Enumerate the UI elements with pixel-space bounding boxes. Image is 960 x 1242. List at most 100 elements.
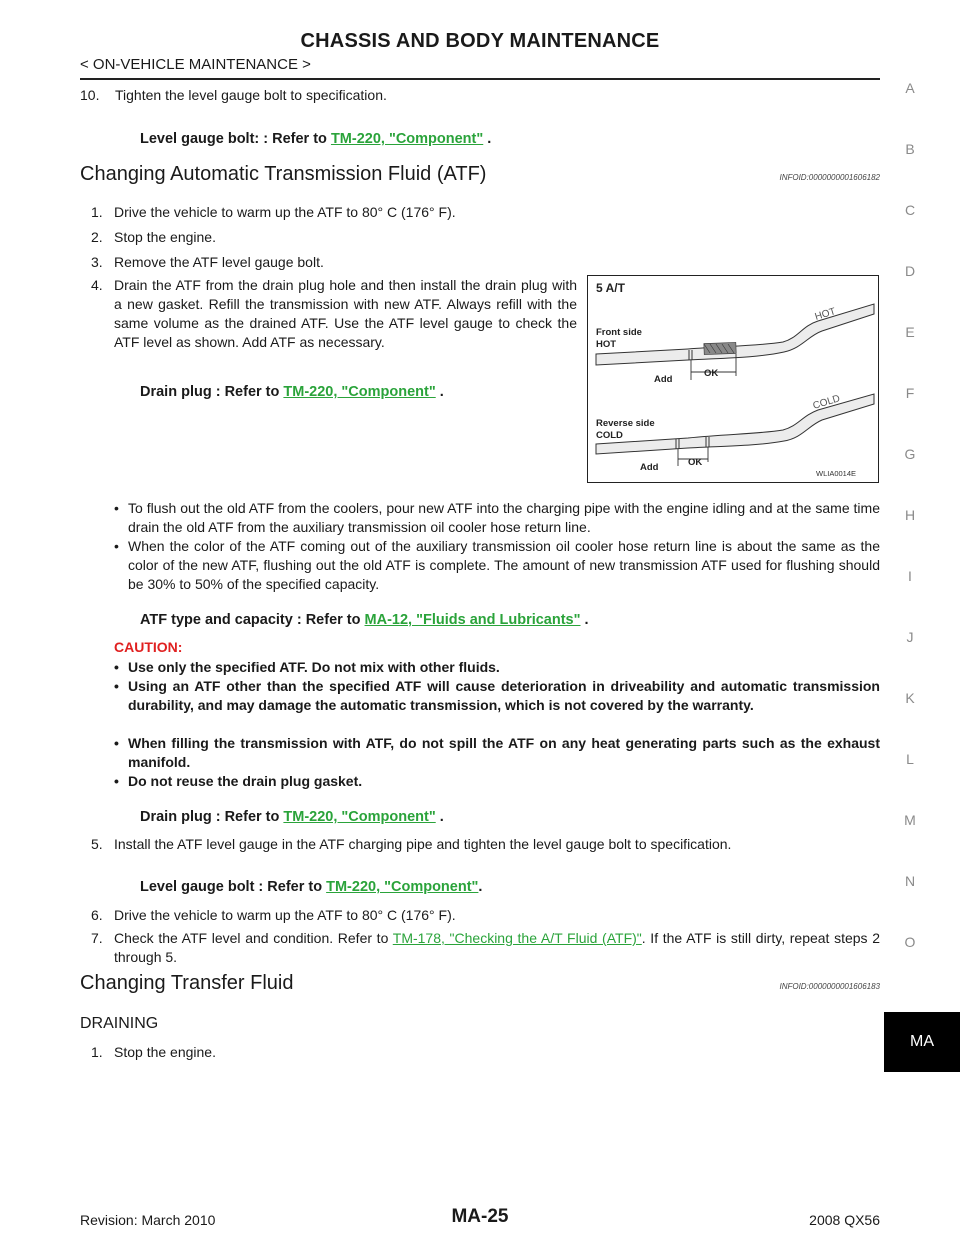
- level-gauge-bolt-spec-2: Level gauge bolt : Refer to TM-220, "Com…: [140, 879, 482, 895]
- bullet-mark: •: [114, 678, 119, 694]
- label-add-cold: Add: [640, 462, 659, 473]
- spec-tail: .: [478, 879, 483, 895]
- spec-tail: .: [435, 384, 444, 400]
- atf-step-4: 4. Drain the ATF from the drain plug hol…: [91, 276, 577, 352]
- side-index-m[interactable]: M: [904, 812, 916, 828]
- step-number: 10.: [80, 87, 100, 103]
- label-add-hot: Add: [654, 374, 673, 385]
- bullet-mark: •: [114, 500, 119, 516]
- spec-label: ATF type and capacity : Refer to: [140, 612, 365, 628]
- caution-text: Do not reuse the drain plug gasket.: [128, 773, 363, 789]
- step-number: 1.: [91, 1044, 103, 1060]
- side-index-c[interactable]: C: [904, 202, 916, 218]
- step-number: 5.: [91, 836, 103, 852]
- spec-label: Level gauge bolt: : Refer to: [140, 131, 331, 147]
- section-tab-ma[interactable]: MA: [884, 1012, 960, 1072]
- section-heading-atf: Changing Automatic Transmission Fluid (A…: [80, 163, 880, 186]
- page-number: MA-25: [451, 1206, 509, 1227]
- step-number: 4.: [91, 277, 103, 293]
- side-index-n[interactable]: N: [904, 873, 916, 889]
- bullet-color: • When the color of the ATF coming out o…: [114, 537, 880, 594]
- gauge-reverse-shape: [595, 393, 875, 455]
- atf-step-7: 7. Check the ATF level and condition. Re…: [91, 929, 880, 967]
- step-number: 7.: [91, 930, 103, 946]
- breadcrumb: < ON-VEHICLE MAINTENANCE >: [80, 56, 311, 73]
- bullet-text: When the color of the ATF coming out of …: [128, 538, 880, 592]
- figure-code: WLIA0014E: [816, 469, 856, 478]
- side-index-g[interactable]: G: [904, 446, 916, 462]
- hot-crosshatch-zone: [703, 342, 737, 355]
- spec-label: Drain plug : Refer to: [140, 809, 284, 825]
- bullet-text: To flush out the old ATF from the cooler…: [128, 500, 880, 535]
- step-text: Remove the ATF level gauge bolt.: [114, 254, 324, 270]
- spec-link[interactable]: TM-220, "Component": [326, 879, 479, 895]
- heading-text: Changing Automatic Transmission Fluid (A…: [80, 163, 487, 185]
- cold-notches: [675, 437, 710, 449]
- caution-text: Use only the specified ATF. Do not mix w…: [128, 659, 500, 675]
- step-number: 3.: [91, 254, 103, 270]
- spec-tail: .: [483, 131, 492, 147]
- step-text: Stop the engine.: [114, 229, 216, 245]
- step-number: 2.: [91, 229, 103, 245]
- label-ok-hot: OK: [704, 368, 718, 379]
- level-gauge-illustration: 5 A/T HOT Front side HOT Add OK COLD Rev…: [595, 281, 875, 478]
- atf-type-capacity-spec: ATF type and capacity : Refer to MA-12, …: [140, 612, 589, 628]
- header-divider: [80, 78, 880, 80]
- caution-item: • Using an ATF other than the specified …: [114, 677, 880, 715]
- label-reverse-side: Reverse side: [596, 418, 655, 429]
- info-id: INFOID:0000000001606183: [779, 982, 880, 991]
- step-link[interactable]: TM-178, "Checking the A/T Fluid (ATF)": [392, 930, 642, 946]
- bullet-mark: •: [114, 773, 119, 789]
- side-index-a[interactable]: A: [905, 80, 915, 96]
- label-cold: COLD: [596, 430, 623, 441]
- step-text: Stop the engine.: [114, 1044, 216, 1060]
- spec-tail: .: [435, 809, 444, 825]
- info-id: INFOID:0000000001606182: [779, 173, 880, 182]
- side-index-i[interactable]: I: [908, 568, 912, 584]
- step-text-pre: Check the ATF level and condition. Refer…: [114, 930, 393, 946]
- footer-revision: Revision: March 2010: [80, 1212, 216, 1228]
- spec-label: Level gauge bolt : Refer to: [140, 879, 327, 895]
- drain-plug-spec-2: Drain plug : Refer to TM-220, "Component…: [140, 809, 444, 825]
- step-text: Drive the vehicle to warm up the ATF to …: [114, 204, 456, 220]
- bullet-flush: • To flush out the old ATF from the cool…: [114, 499, 880, 537]
- atf-step-3: 3. Remove the ATF level gauge bolt.: [91, 253, 871, 272]
- spec-label: Drain plug : Refer to: [140, 384, 284, 400]
- caution-item: • When filling the transmission with ATF…: [114, 734, 880, 772]
- spec-link[interactable]: TM-220, "Component": [283, 809, 436, 825]
- spec-link[interactable]: MA-12, "Fluids and Lubricants": [364, 612, 581, 628]
- label-front-side: Front side: [596, 327, 642, 338]
- side-index-h[interactable]: H: [904, 507, 916, 523]
- side-index-b[interactable]: B: [905, 141, 915, 157]
- side-index-f[interactable]: F: [905, 385, 915, 401]
- crosshatch-lines: [703, 343, 735, 354]
- add-notch-hot: [688, 350, 693, 360]
- atf-step-2: 2. Stop the engine.: [91, 228, 871, 247]
- heading-text: Changing Transfer Fluid: [80, 972, 294, 994]
- step-10: 10. Tighten the level gauge bolt to spec…: [80, 86, 880, 105]
- side-index-d[interactable]: D: [904, 263, 916, 279]
- spec-link[interactable]: TM-220, "Component": [330, 131, 484, 147]
- side-index-e[interactable]: E: [905, 324, 915, 340]
- caution-text: When filling the transmission with ATF, …: [128, 735, 880, 770]
- atf-level-gauge-figure: 5 A/T HOT Front side HOT Add OK COLD Rev…: [587, 275, 879, 483]
- label-ok-cold: OK: [688, 457, 702, 468]
- level-gauge-bolt-spec: Level gauge bolt: : Refer to TM-220, "Co…: [140, 131, 491, 147]
- step-number: 1.: [91, 204, 103, 220]
- step-text-post: . If the ATF is still dirty, repeat step…: [114, 930, 880, 965]
- bullet-mark: •: [114, 538, 119, 554]
- atf-step-6: 6. Drive the vehicle to warm up the ATF …: [91, 906, 880, 925]
- transfer-step-1: 1. Stop the engine.: [91, 1043, 871, 1062]
- atf-step-5: 5. Install the ATF level gauge in the AT…: [91, 835, 880, 854]
- step-text: Install the ATF level gauge in the ATF c…: [114, 836, 732, 852]
- spec-link[interactable]: TM-220, "Component": [283, 384, 436, 400]
- side-index-j[interactable]: J: [906, 629, 914, 645]
- caution-item: • Use only the specified ATF. Do not mix…: [114, 658, 880, 677]
- side-index-o[interactable]: O: [904, 934, 916, 950]
- side-index-l[interactable]: L: [906, 751, 914, 767]
- side-index-k[interactable]: K: [905, 690, 915, 706]
- step-number: 6.: [91, 907, 103, 923]
- spec-tail: .: [580, 612, 589, 628]
- bullet-mark: •: [114, 659, 119, 675]
- label-hot: HOT: [596, 339, 616, 350]
